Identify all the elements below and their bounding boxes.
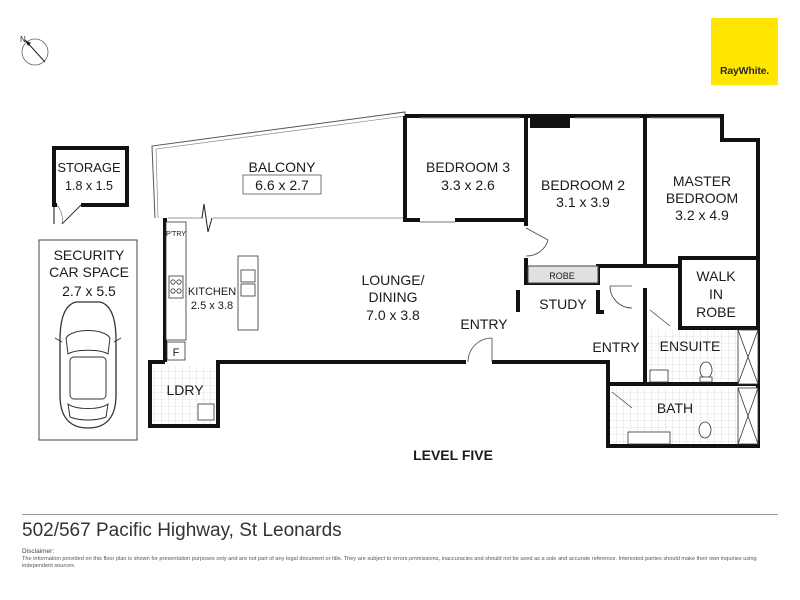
car-icon [54, 301, 122, 429]
bathroom-fixtures [197, 329, 759, 445]
brand-name: RayWhite. [720, 65, 769, 77]
car-label-2: CAR SPACE [49, 264, 129, 280]
lounge-label-2: DINING [369, 289, 418, 305]
divider [22, 514, 778, 515]
balcony-size-box [242, 174, 322, 195]
north-arrow-icon: N [20, 35, 49, 66]
entry-label-main: ENTRY [460, 316, 508, 332]
car-label-1: SECURITY [54, 247, 125, 263]
bedroom2-label: BEDROOM 2 [541, 177, 625, 193]
ensuite-label: ENSUITE [660, 338, 721, 354]
car-size: 2.7 x 5.5 [62, 283, 116, 299]
kitchen-label: KITCHEN [188, 286, 236, 298]
bedroom3-label: BEDROOM 3 [426, 159, 510, 175]
disclaimer-label: Disclaimer: [22, 548, 55, 555]
kitchen-size: 2.5 x 3.8 [191, 300, 233, 312]
robe-cupboard [527, 265, 599, 284]
bath-label: BATH [657, 400, 693, 416]
north-label: N [20, 35, 26, 44]
lounge-size: 7.0 x 3.8 [366, 307, 420, 323]
master-label-1: MASTER [673, 173, 731, 189]
storage-size: 1.8 x 1.5 [65, 179, 113, 193]
master-size: 3.2 x 4.9 [675, 207, 729, 223]
balcony-label: BALCONY [249, 159, 317, 175]
balcony-size: 6.6 x 2.7 [255, 177, 309, 193]
lounge-label-1: LOUNGE/ [361, 272, 424, 288]
walkin-label-1: WALK [696, 268, 736, 284]
kitchen-fixtures [165, 221, 259, 341]
storage-room [52, 146, 129, 207]
laundry-label: LDRY [166, 382, 204, 398]
level-label: LEVEL FIVE [413, 447, 493, 463]
fridge-label: F [173, 347, 180, 359]
disclaimer-text: The information provided on this floor p… [22, 556, 757, 569]
robe-label: ROBE [549, 271, 575, 281]
walkin-label-3: ROBE [696, 304, 736, 320]
storage-label: STORAGE [57, 160, 121, 175]
bedroom2-size: 3.1 x 3.9 [556, 194, 610, 210]
study-label: STUDY [539, 296, 587, 312]
fridge-space [166, 341, 186, 361]
bedroom3-size: 3.3 x 2.6 [441, 177, 495, 193]
pantry-label: P'TRY [166, 231, 186, 238]
master-label-2: BEDROOM [666, 190, 738, 206]
property-address: 502/567 Pacific Highway, St Leonards [22, 520, 342, 541]
brand-logo: RayWhite. [711, 18, 778, 85]
door-swings [467, 227, 671, 409]
entry-label-hall: ENTRY [592, 339, 640, 355]
walkin-label-2: IN [709, 286, 723, 302]
